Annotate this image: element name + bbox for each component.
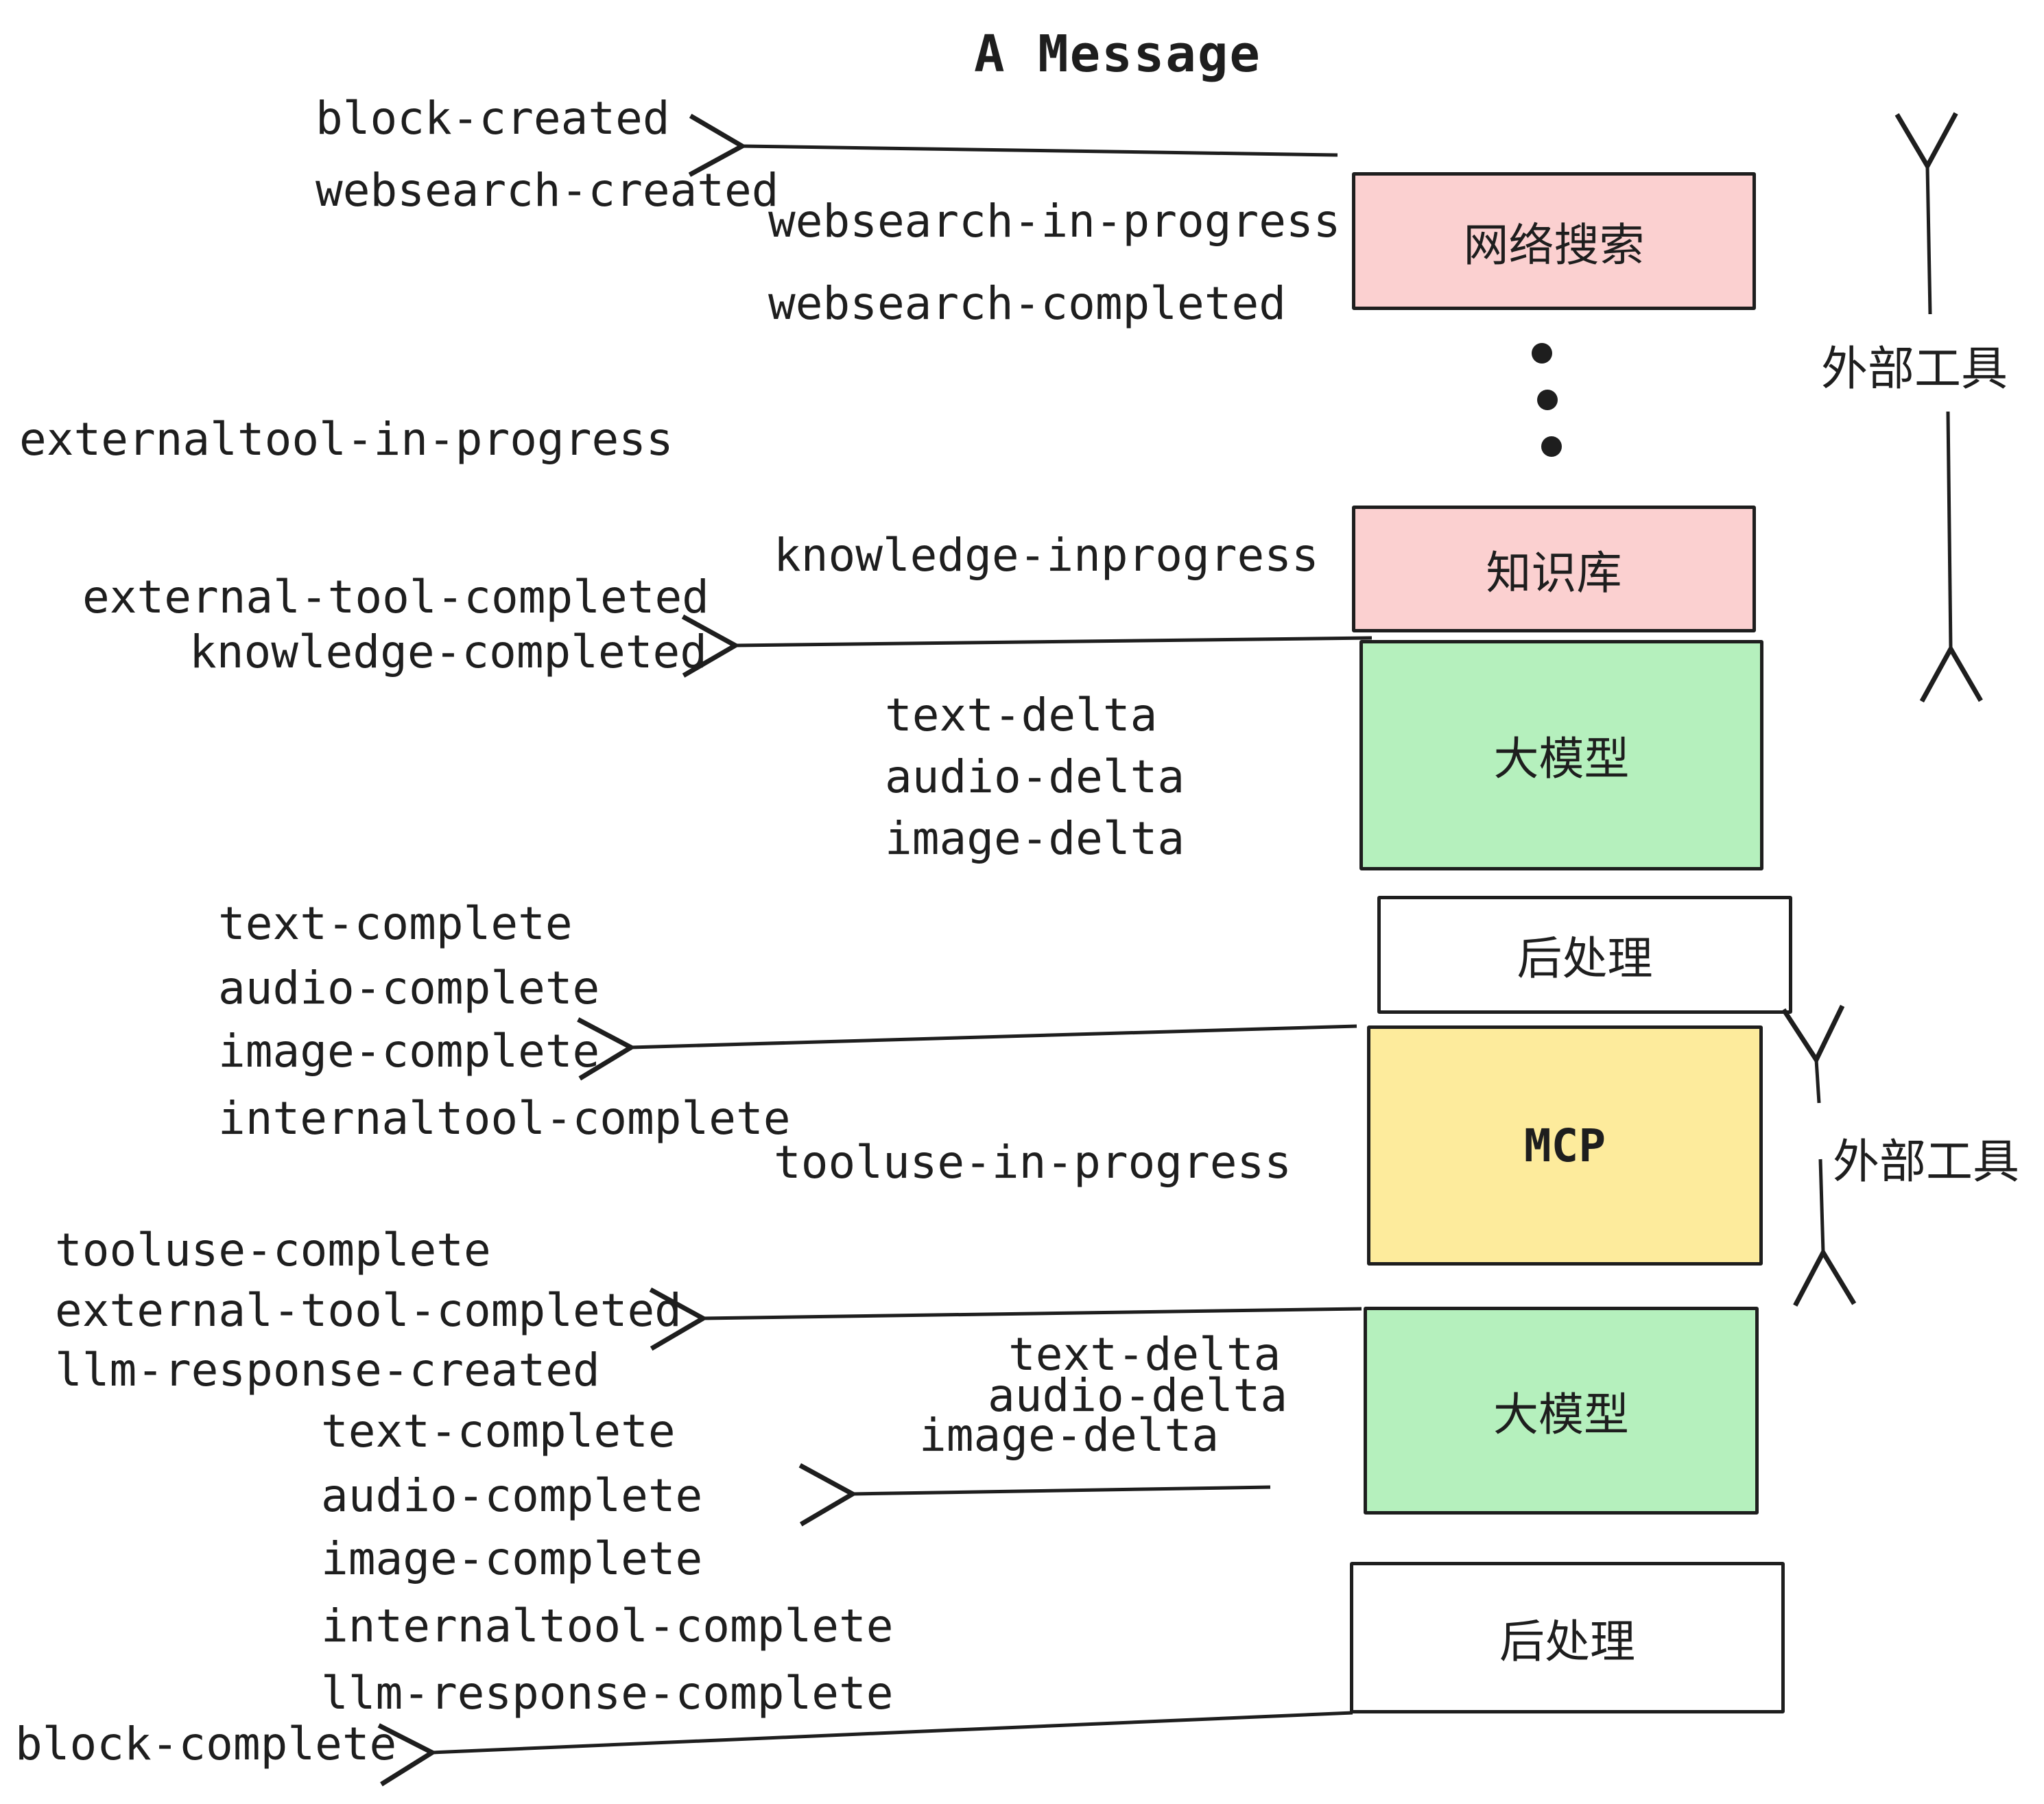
label-audio-delta-2: audio-delta bbox=[988, 1369, 1288, 1422]
ellipsis-dot-2 bbox=[1537, 390, 1558, 410]
label-image-complete-1: image-complete bbox=[218, 1025, 600, 1078]
label-externaltool-in-progress: externaltool-in-progress bbox=[19, 413, 674, 466]
box-llm-2: 大模型 bbox=[1364, 1307, 1759, 1515]
arrow-image-complete bbox=[577, 1017, 1357, 1081]
arrow-external-tools-1-up bbox=[1894, 112, 1958, 315]
box-postprocess-2: 后处理 bbox=[1350, 1562, 1785, 1713]
label-tooluse-complete: tooluse-complete bbox=[55, 1224, 491, 1277]
box-websearch: 网络搜索 bbox=[1352, 172, 1756, 310]
label-knowledge-completed: knowledge-completed bbox=[189, 626, 707, 678]
label-audio-complete-2: audio-complete bbox=[321, 1469, 703, 1522]
label-external-tool-completed-1: external-tool-completed bbox=[82, 571, 709, 624]
box-postprocess-1: 后处理 bbox=[1377, 896, 1792, 1014]
box-websearch-label: 网络搜索 bbox=[1463, 219, 1645, 270]
label-text-delta-2: text-delta bbox=[1008, 1328, 1281, 1381]
box-knowledge: 知识库 bbox=[1352, 506, 1756, 632]
arrow-external-tools-2-up bbox=[1781, 1004, 1845, 1104]
label-block-created: block-created bbox=[316, 92, 670, 145]
label-text-delta-1: text-delta bbox=[885, 689, 1158, 741]
label-llm-response-complete: llm-response-complete bbox=[321, 1667, 894, 1720]
box-postprocess-1-label: 后处理 bbox=[1517, 933, 1653, 984]
label-block-complete: block-complete bbox=[15, 1718, 397, 1770]
label-text-complete-1: text-complete bbox=[218, 897, 573, 950]
label-llm-response-created: llm-response-created bbox=[55, 1344, 600, 1397]
arrow-block-created bbox=[688, 113, 1338, 177]
arrow-audio-complete bbox=[798, 1463, 1271, 1527]
label-tooluse-in-progress: tooluse-in-progress bbox=[774, 1136, 1292, 1189]
label-audio-complete-1: audio-complete bbox=[218, 962, 600, 1014]
label-external-tool-completed-2: external-tool-completed bbox=[55, 1284, 682, 1337]
arrow-external-tools-1-down bbox=[1919, 411, 1983, 703]
arrow-knowledge-completed bbox=[681, 614, 1372, 678]
box-mcp: MCP bbox=[1367, 1025, 1763, 1266]
arrow-tooluse-complete bbox=[649, 1287, 1362, 1351]
label-internaltool-complete-2: internaltool-complete bbox=[321, 1600, 894, 1652]
label-internaltool-complete-1: internaltool-complete bbox=[218, 1092, 791, 1145]
box-knowledge-label: 知识库 bbox=[1486, 547, 1622, 598]
box-mcp-label: MCP bbox=[1523, 1119, 1606, 1172]
label-knowledge-inprogress: knowledge-inprogress bbox=[774, 529, 1319, 582]
box-llm-2-label: 大模型 bbox=[1493, 1388, 1629, 1440]
box-llm-1: 大模型 bbox=[1359, 640, 1763, 870]
box-postprocess-2-label: 后处理 bbox=[1499, 1615, 1635, 1667]
label-image-complete-2: image-complete bbox=[321, 1532, 703, 1585]
page-title: A Message bbox=[974, 25, 1261, 84]
label-external-tools-1: 外部工具 bbox=[1821, 343, 2008, 395]
label-websearch-created: websearch-created bbox=[316, 164, 779, 217]
label-websearch-completed: websearch-completed bbox=[768, 277, 1286, 330]
label-text-complete-2: text-complete bbox=[321, 1405, 676, 1458]
ellipsis-dot-3 bbox=[1541, 436, 1562, 457]
arrow-external-tools-2-down bbox=[1793, 1159, 1857, 1307]
label-image-delta-1: image-delta bbox=[885, 812, 1185, 865]
label-external-tools-2: 外部工具 bbox=[1833, 1136, 2020, 1188]
label-audio-delta-1: audio-delta bbox=[885, 750, 1185, 803]
label-image-delta-2: image-delta bbox=[919, 1409, 1220, 1462]
ellipsis-dot-1 bbox=[1532, 343, 1552, 364]
label-websearch-in-progress: websearch-in-progress bbox=[768, 195, 1341, 248]
box-llm-1-label: 大模型 bbox=[1493, 733, 1630, 784]
